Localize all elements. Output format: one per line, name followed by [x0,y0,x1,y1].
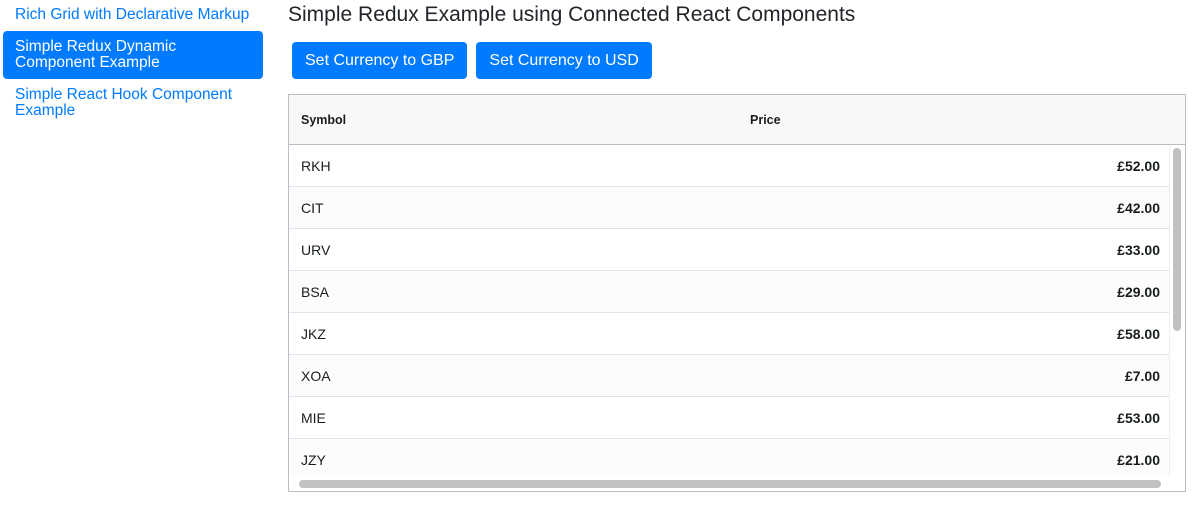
price-cell: £21.00 [1117,451,1160,468]
table-row[interactable]: RKH £52.00 [289,145,1172,187]
data-grid: Symbol Price RKH £52.00 CIT £42.00 URV £33.… [288,94,1186,492]
table-row[interactable]: URV £33.00 [289,229,1172,271]
column-header-price[interactable]: Price [750,112,781,127]
symbol-cell: URV [301,241,331,258]
price-cell: £42.00 [1117,199,1160,216]
table-row[interactable]: XOA £7.00 [289,355,1172,397]
grid-body: RKH£52.00 CIT£42.00 URV£33.00 BSA£29.00 … [289,145,1185,478]
price-cell: £52.00 [1117,157,1160,174]
sidebar-item-rich-grid[interactable]: Rich Grid with Declarative Markup [15,6,250,23]
table-row[interactable]: MIE £53.00 [289,397,1172,439]
symbol-cell: RKH [301,157,331,174]
grid-header: Symbol Price [289,95,1185,145]
vertical-scrollbar[interactable] [1169,145,1185,478]
symbol-cell: MIE [301,409,326,426]
symbol-cell: JZY [301,451,326,468]
vertical-scroll-thumb[interactable] [1173,148,1181,331]
symbol-cell: BSA [301,283,330,300]
table-row[interactable]: JKZ £58.00 [289,313,1172,355]
sidebar-nav: Rich Grid with Declarative Markup Simple… [3,6,263,119]
table-row[interactable]: CIT £42.00 [289,187,1172,229]
set-currency-gbp-button[interactable]: Set Currency to GBP [292,42,468,79]
symbol-cell: CIT [301,199,324,216]
sidebar-item-react-hook[interactable]: Simple React Hook Component Example [15,86,233,119]
horizontal-scrollbar[interactable] [289,477,1172,491]
column-header-symbol[interactable]: Symbol [301,112,347,127]
page-title: Simple Redux Example using Connected Rea… [288,3,856,26]
main-content: Simple Redux Example using Connected Rea… [288,0,1188,492]
sidebar-item-simple-redux[interactable]: Simple Redux Dynamic Component Example [3,31,263,79]
toolbar: Set Currency to GBP Set Currency to USD [288,42,1188,79]
table-row[interactable]: JZY £21.00 [289,439,1172,478]
price-cell: £53.00 [1117,409,1160,426]
horizontal-scroll-thumb[interactable] [299,480,1161,488]
price-cell: £29.00 [1117,283,1160,300]
price-cell: £33.00 [1117,241,1160,258]
table-row[interactable]: BSA £29.00 [289,271,1172,313]
price-cell: £7.00 [1124,367,1160,384]
price-cell: £58.00 [1117,325,1160,342]
set-currency-usd-button[interactable]: Set Currency to USD [476,42,652,79]
symbol-cell: JKZ [301,325,326,342]
symbol-cell: XOA [301,367,331,384]
